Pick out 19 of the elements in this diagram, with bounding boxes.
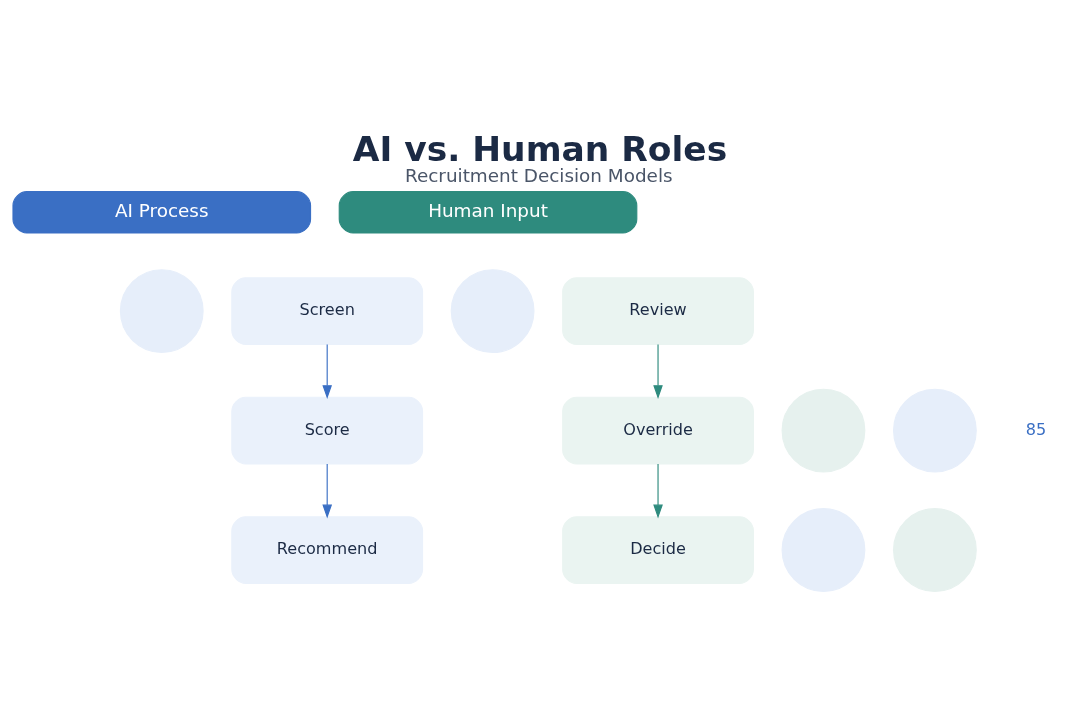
node-circle <box>892 388 977 472</box>
arrow <box>653 343 663 399</box>
node-circle <box>892 507 977 592</box>
node-box: Screen <box>231 276 424 345</box>
node-box: Recommend <box>231 515 424 584</box>
node-circle <box>450 268 535 353</box>
node-circle <box>781 507 866 592</box>
arrow <box>653 462 663 518</box>
node-box: Override <box>562 396 754 464</box>
label: 85 <box>1025 419 1047 439</box>
node-box: Decide <box>562 515 754 584</box>
node-box: Review <box>562 276 754 345</box>
arrow <box>322 343 333 399</box>
node-box: Human Input <box>338 190 638 234</box>
arrow <box>322 462 333 518</box>
node-circle <box>781 388 866 472</box>
node-circle <box>119 268 204 353</box>
node-box: Score <box>231 396 424 464</box>
node-box: AI Process <box>12 190 312 234</box>
